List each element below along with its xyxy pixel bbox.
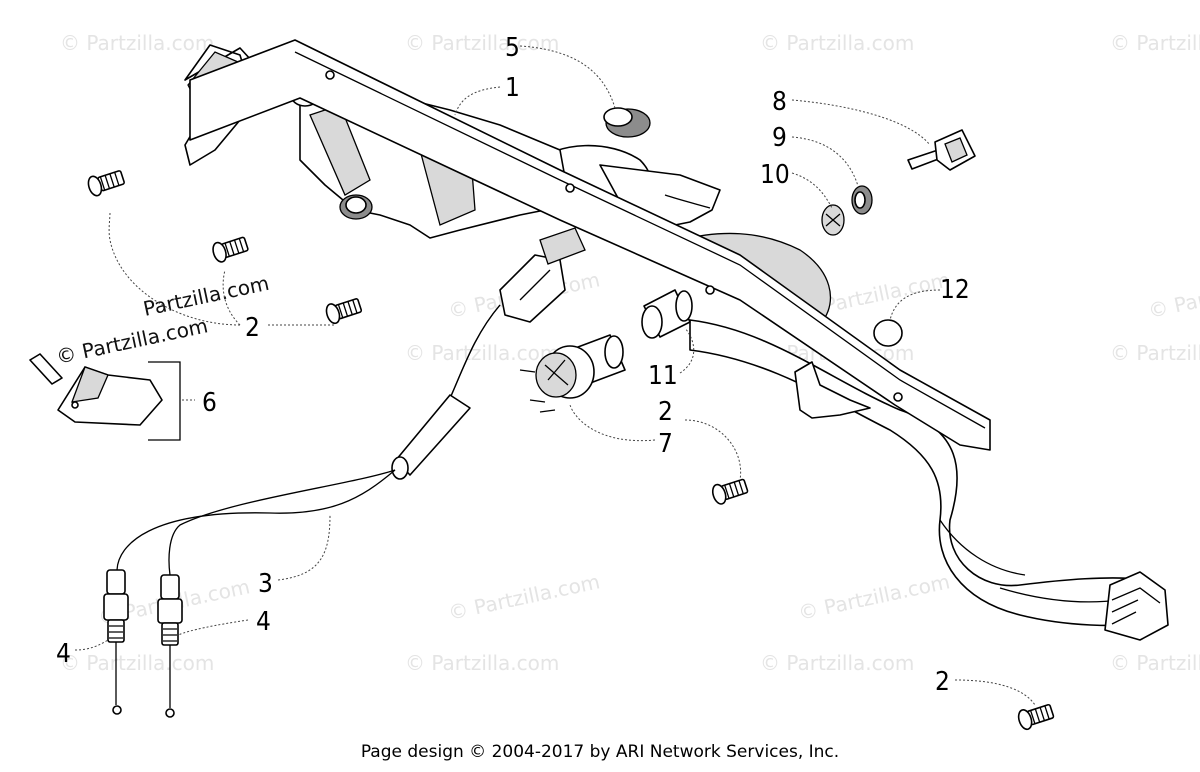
watermark: © Partzilla.com	[405, 31, 559, 55]
callout-labels: 1 2 2 2 3 4 4 5 6 7 8 9 10 11 12	[56, 33, 970, 697]
bushing-part	[641, 289, 693, 339]
watermark: © Partzilla.com	[1110, 341, 1200, 365]
watermark: © Partzilla.com	[405, 341, 559, 365]
clip-part	[29, 353, 181, 441]
cable-end-part	[103, 569, 183, 718]
key-part	[907, 129, 976, 171]
screw-part	[87, 170, 1055, 731]
watermark: © Partzilla.com	[60, 31, 214, 55]
callout-6: 6	[202, 388, 217, 418]
nut-part	[851, 185, 873, 215]
callout-8: 8	[772, 87, 787, 117]
callout-5: 5	[505, 33, 520, 63]
callout-7: 7	[658, 429, 673, 459]
watermark: © Partzilla.com	[60, 651, 214, 675]
callout-10: 10	[760, 160, 790, 190]
watermark: © Partzilla.com	[796, 569, 952, 625]
callout-12: 12	[940, 275, 970, 305]
cable-assembly-part	[116, 227, 586, 576]
callout-4: 4	[56, 639, 71, 669]
watermark: © Partzilla.com	[760, 651, 914, 675]
plug-part	[873, 319, 903, 347]
watermark: © Partzilla.com	[446, 569, 602, 625]
callout-3: 3	[258, 569, 273, 599]
watermark: © Partzilla.com	[1146, 267, 1200, 323]
switch-part	[519, 334, 626, 413]
grommet-part	[603, 107, 651, 138]
callout-11: 11	[648, 361, 678, 391]
watermark: © Partzilla.com	[1110, 31, 1200, 55]
callout-9: 9	[772, 123, 787, 153]
callout-2: 2	[245, 313, 260, 343]
leader-lines	[74, 45, 1036, 706]
console-bracket-part	[184, 39, 1169, 641]
footer-copyright: Page design © 2004-2017 by ARI Network S…	[360, 742, 840, 762]
washer-part	[821, 204, 845, 236]
callout-1: 1	[505, 73, 520, 103]
watermark: © Partzilla.com	[1110, 651, 1200, 675]
callout-2: 2	[935, 667, 950, 697]
watermark: © Partzilla.com	[760, 31, 914, 55]
watermark: © Partzilla.com	[405, 651, 559, 675]
watermark-dark: © Partzilla.com	[54, 313, 210, 369]
callout-2: 2	[658, 397, 673, 427]
callout-4: 4	[256, 607, 271, 637]
